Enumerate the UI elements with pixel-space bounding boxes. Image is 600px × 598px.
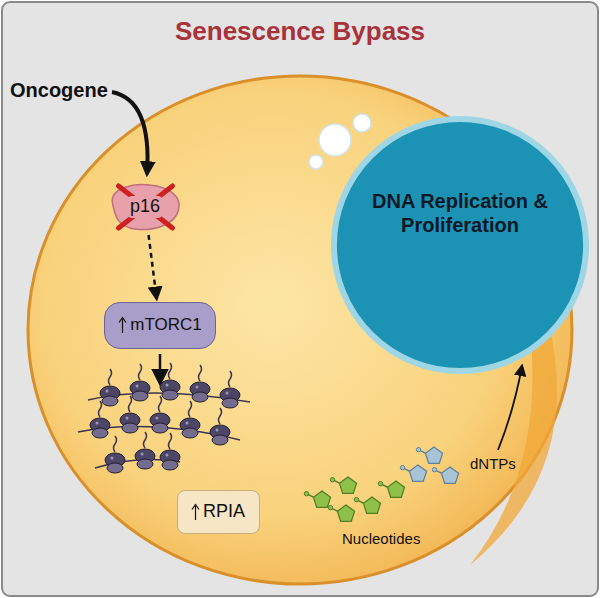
translation-arrow xyxy=(159,354,162,383)
ribosome xyxy=(220,371,240,408)
ribosome xyxy=(190,365,210,402)
inhibition-cross xyxy=(118,186,172,228)
dntps-label: dNTPs xyxy=(470,455,516,472)
rpia-enzyme: RPIA xyxy=(177,490,260,534)
up-arrow-stroke xyxy=(192,505,199,521)
diagram-title: Senescence Bypass xyxy=(0,16,600,47)
dntp-icon xyxy=(400,465,426,481)
nucleotide-icon xyxy=(304,491,330,507)
p16-protein: p16 xyxy=(108,182,183,232)
nuclear-envelope xyxy=(334,119,586,371)
bubble xyxy=(353,114,371,132)
up-arrow xyxy=(191,503,200,521)
up-arrow-stroke xyxy=(119,317,126,333)
ribosome xyxy=(100,369,120,406)
dntp-icon xyxy=(432,467,458,483)
node-text: p16 xyxy=(128,196,162,218)
dntp-group xyxy=(400,447,458,483)
node-text: mTORC1 xyxy=(130,315,201,335)
ribosome xyxy=(150,396,170,433)
up-arrow xyxy=(118,316,127,334)
import-arrow xyxy=(498,366,522,450)
ribosome xyxy=(130,364,150,401)
nucleotide-icon xyxy=(378,481,404,497)
ribosome xyxy=(90,401,110,438)
oncogene-arrow xyxy=(112,92,148,174)
nucleotide-icon xyxy=(354,497,380,513)
ribosome xyxy=(210,408,230,445)
bubble xyxy=(309,155,323,169)
nucleus: DNA Replication & Proliferation xyxy=(330,115,590,375)
nucleotide-group xyxy=(304,477,404,521)
ribosome xyxy=(160,433,180,470)
inhibition-release-arrow xyxy=(149,235,157,299)
nucleotides-label: Nucleotides xyxy=(342,530,420,547)
blob-outline xyxy=(112,184,179,229)
dntp-icon xyxy=(416,447,442,463)
nucleus-circle xyxy=(330,115,590,375)
nucleotide-icon xyxy=(328,505,354,521)
ribosome xyxy=(105,436,125,473)
node-text: DNA Replication & Proliferation xyxy=(353,189,568,237)
nucleotide-icon xyxy=(330,477,356,493)
polysome xyxy=(78,363,250,473)
ribosome xyxy=(180,401,200,438)
bubble xyxy=(319,124,351,156)
ribosome xyxy=(160,363,180,400)
ribosome xyxy=(135,432,155,469)
node-text: RPIA xyxy=(203,501,245,523)
mtorc1-complex: mTORC1 xyxy=(104,302,216,349)
ribosome xyxy=(120,396,140,433)
oncogene-label: Oncogene xyxy=(10,79,108,102)
